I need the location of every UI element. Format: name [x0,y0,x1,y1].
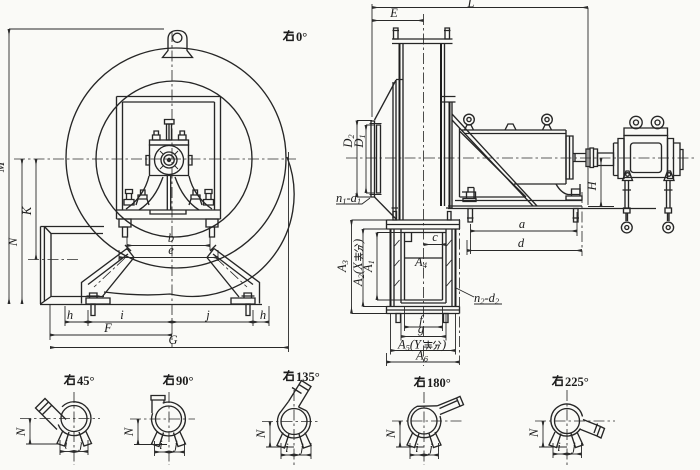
svg-text:M: M [0,161,7,173]
svg-text:N: N [384,429,398,439]
svg-text:45°: 45° [77,374,95,388]
svg-text:i: i [120,308,124,322]
svg-text:c: c [432,230,438,244]
svg-text:L: L [467,0,475,10]
svg-text:j: j [204,308,210,322]
svg-text:): ) [351,239,365,244]
svg-text:N: N [6,237,20,247]
svg-text:h: h [260,308,266,322]
svg-text:F: F [103,321,112,335]
svg-text:N: N [122,427,136,437]
svg-text:90°: 90° [176,374,194,388]
svg-text:225°: 225° [565,375,589,389]
svg-text:e: e [168,243,174,257]
svg-text:a: a [519,217,525,231]
svg-text:H: H [585,181,599,192]
svg-text:N: N [527,428,541,438]
svg-text:f: f [419,313,424,327]
svg-text:180°: 180° [427,376,451,390]
svg-text:i: i [557,440,561,454]
svg-text:135°: 135° [296,370,320,384]
svg-text:N: N [254,429,268,439]
svg-text:i: i [159,438,163,452]
svg-text:i: i [64,438,68,452]
svg-text:j: j [570,440,576,454]
svg-text:i: i [285,441,289,455]
svg-text:E: E [389,6,398,20]
svg-text:g: g [418,322,424,336]
svg-text:G: G [168,333,177,347]
svg-text:j: j [298,441,304,455]
svg-text:j: j [77,438,83,452]
svg-text:d: d [518,236,525,250]
svg-text:K: K [20,206,34,216]
svg-text:N: N [14,427,28,437]
svg-text:j: j [427,441,433,455]
svg-text:h: h [67,308,73,322]
svg-text:A2(X: A2(X [351,261,366,287]
svg-text:j: j [172,438,178,452]
svg-text:0°: 0° [296,30,307,44]
svg-text:A5(Y: A5(Y [397,338,423,353]
svg-text:): ) [441,338,446,352]
svg-text:i: i [415,441,419,455]
svg-text:b: b [168,231,174,245]
